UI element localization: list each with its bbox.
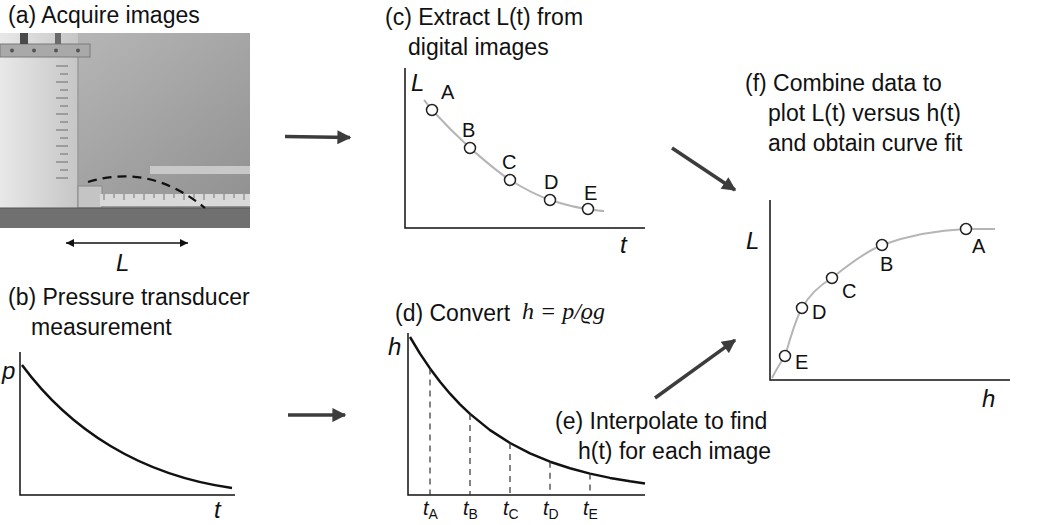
base-edge [0,208,250,209]
tick-label: tC [503,498,519,521]
axis-label: t [620,232,627,258]
plot-panel: (a) Acquire imagesL [0,0,285,278]
axis-label: L [411,70,424,96]
combined-plot [770,200,1010,380]
data-point [877,240,888,251]
process-arrow [285,136,350,137]
point-label: D [812,302,826,322]
point-label: B [462,120,475,140]
point-label: A [441,82,454,102]
axis-label: L [116,250,129,276]
tick-label: tD [543,498,559,521]
point-label: E [795,352,808,372]
data-point [465,143,476,154]
axes [770,200,1010,380]
bolt [54,49,58,53]
step-heading: (b) Pressure transducer measurement [8,282,250,342]
step-heading: (a) Acquire images [8,0,200,30]
fit-curve [424,100,604,211]
data-point [583,204,594,215]
ruler-ticks [104,194,244,200]
tick-label: tB [463,498,478,521]
data-point [961,224,972,235]
nozzle-block [78,186,102,208]
pipe [20,33,28,44]
jet-trajectory [88,176,205,208]
bolt [10,49,14,53]
length-plot [405,68,645,228]
tick-label: tE [583,498,598,521]
data-point [780,351,791,362]
plot-panel: (f) Combine data to plot L(t) versus h(t… [735,65,1035,420]
step-heading: (d) Convert [395,298,510,328]
dimension-arrow [66,242,188,244]
bolt [32,49,36,53]
axis-label: h [388,334,401,360]
point-label: C [842,281,856,301]
pipe [55,33,61,44]
axes [20,352,235,495]
step-heading: (f) Combine data to plot L(t) versus h(t… [745,68,963,158]
pressure-curve [22,365,232,488]
point-label: C [502,152,516,172]
step-heading: (e) Interpolate to find h(t) for each im… [555,406,773,466]
ruler [100,194,250,206]
data-point [545,195,556,206]
tick-label: tA [423,498,438,521]
pressure-plot [20,352,235,495]
axes [405,68,645,228]
bolt [76,49,80,53]
flange [0,44,90,57]
process-arrow [655,340,735,398]
data-point [505,175,516,186]
plot-panel: (b) Pressure transducer measurement p t [0,280,288,525]
axis-label: p [2,358,15,384]
process-arrow [288,413,345,417]
photo [0,33,250,228]
data-point [427,105,438,116]
photo-ground [0,33,250,228]
process-arrow [672,148,735,190]
base [0,208,250,228]
axis-label: t [214,497,221,523]
data-point [797,303,808,314]
step-heading: (c) Extract L(t) from digital images [385,2,585,62]
point-label: E [584,183,597,203]
fit-curve [772,229,995,378]
tank-scale [56,66,68,178]
tank [0,33,78,210]
axis-label: L [746,228,759,254]
point-label: D [544,172,558,192]
axis-label: h [982,386,995,412]
shelf [150,166,250,174]
data-point [827,273,838,284]
point-label: B [880,254,893,274]
plot-panel: (d) Convert h = p/ϱg h tA tB tC tD tE [345,285,655,525]
plot-panel: (c) Extract L(t) from digital imagesLAB C… [350,0,672,260]
point-label: A [972,236,985,256]
formula: h = p/ϱg [522,296,605,326]
